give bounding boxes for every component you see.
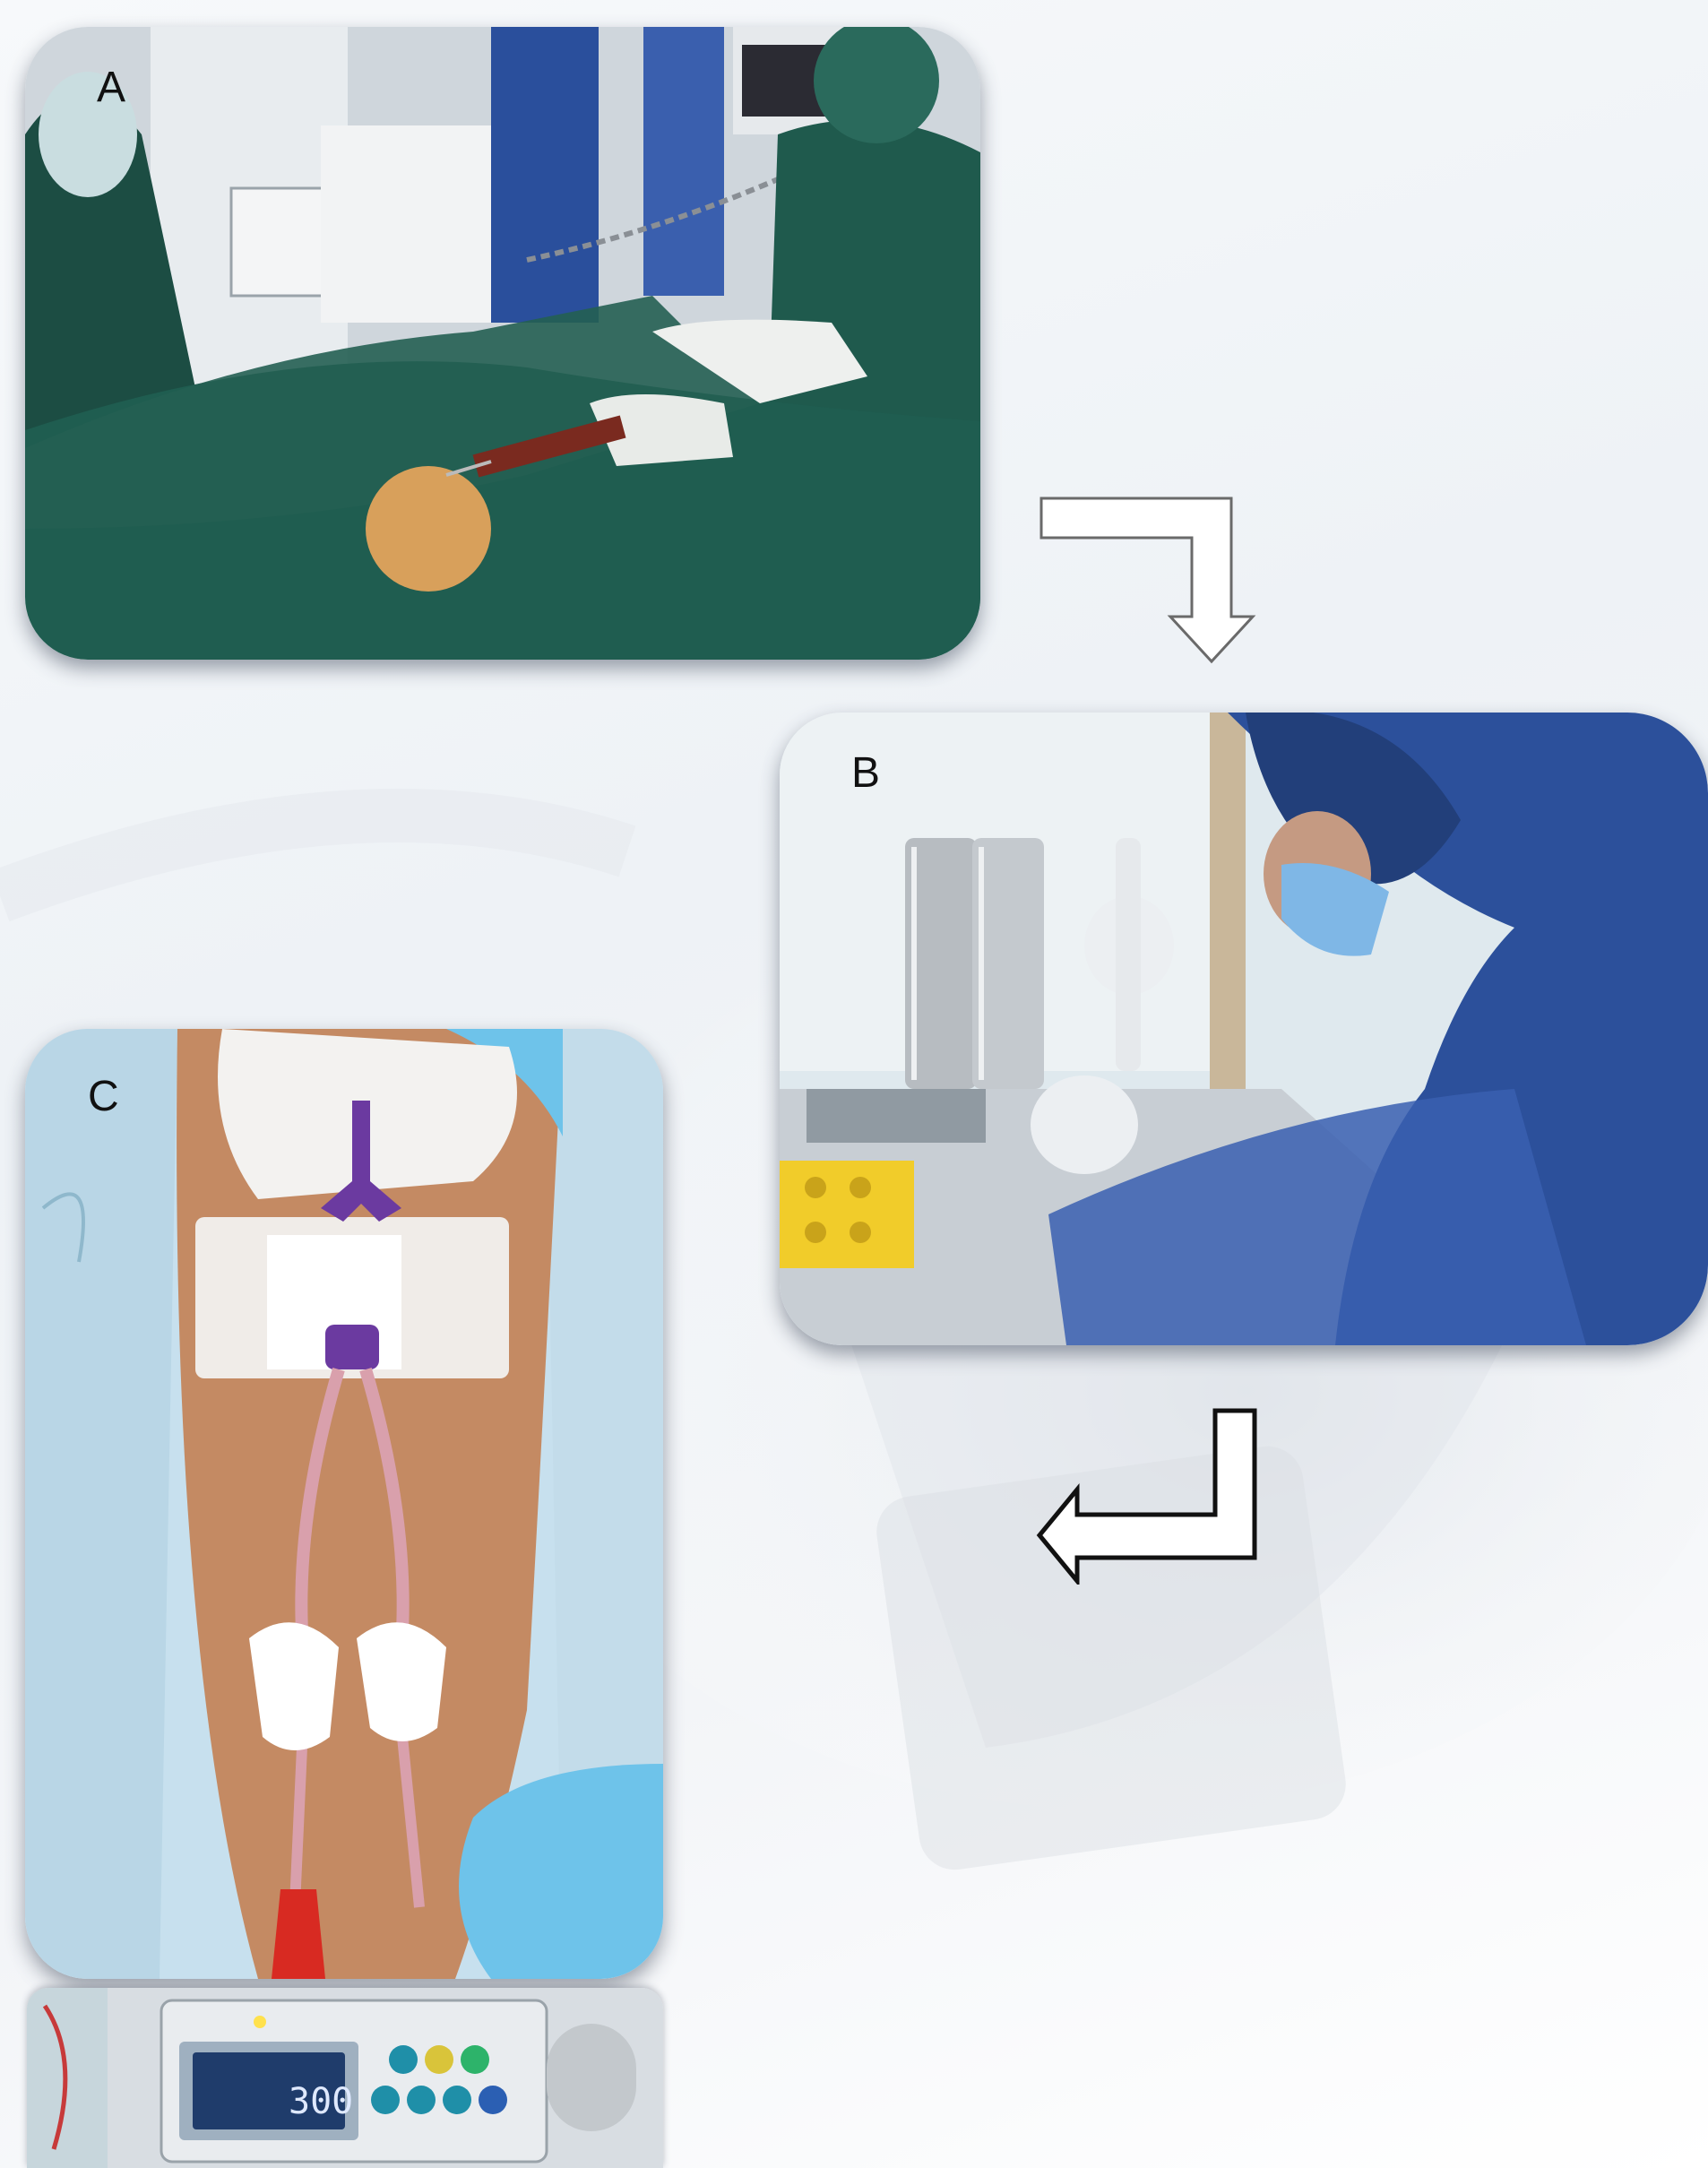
laboratory-scene xyxy=(780,713,1708,1345)
panel-c-photo: C xyxy=(25,1029,663,1979)
operating-room-scene xyxy=(25,27,980,660)
panel-label-b: B xyxy=(851,748,880,798)
panel-label-c: C xyxy=(88,1072,119,1121)
panel-b-photo: B xyxy=(780,713,1708,1345)
infusion-pump-scene xyxy=(27,1988,663,2168)
infusion-arm-scene xyxy=(25,1029,663,1979)
flow-arrow-down-icon xyxy=(1031,491,1264,670)
pump-display-readout: 300 xyxy=(289,2081,353,2122)
panel-a-photo: A xyxy=(25,27,980,660)
panel-label-a: A xyxy=(97,63,125,112)
flow-arrow-left-icon xyxy=(1032,1405,1265,1585)
infusion-pump-photo: 300 xyxy=(27,1988,663,2168)
